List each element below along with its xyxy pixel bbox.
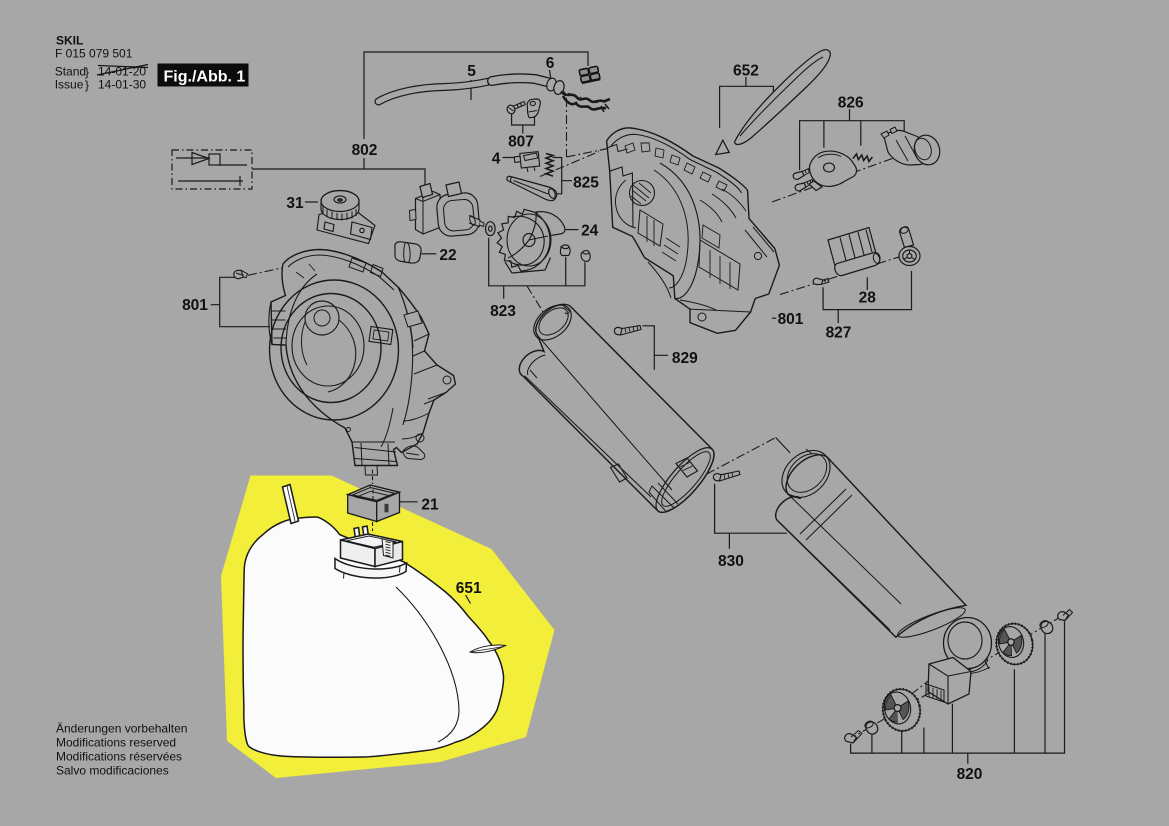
svg-text:Salvo modificaciones: Salvo modificaciones [56, 764, 169, 778]
svg-text:827: 827 [826, 324, 852, 341]
svg-text:Issue: Issue [55, 78, 84, 92]
svg-text:807: 807 [508, 134, 534, 151]
svg-text:}: } [85, 78, 89, 92]
svg-text:SKIL: SKIL [56, 34, 83, 48]
svg-text:Fig./Abb. 1: Fig./Abb. 1 [164, 69, 246, 86]
svg-text:}: } [85, 65, 89, 79]
svg-text:826: 826 [838, 95, 864, 112]
svg-text:22: 22 [439, 247, 456, 264]
svg-text:Änderungen vorbehalten: Änderungen vorbehalten [56, 722, 187, 736]
svg-text:21: 21 [421, 496, 439, 513]
svg-text:830: 830 [718, 553, 744, 570]
svg-text:Modifications reserved: Modifications reserved [56, 736, 176, 750]
svg-text:801: 801 [182, 297, 208, 314]
svg-text:823: 823 [490, 303, 516, 320]
svg-text:Stand: Stand [55, 65, 86, 79]
svg-text:Modifications réservées: Modifications réservées [56, 750, 182, 764]
svg-text:652: 652 [733, 63, 759, 80]
svg-text:14-01-30: 14-01-30 [98, 78, 146, 92]
svg-text:4: 4 [492, 151, 501, 168]
svg-text:829: 829 [672, 350, 698, 367]
svg-text:6: 6 [546, 55, 555, 72]
svg-text:28: 28 [859, 290, 877, 307]
svg-text:31: 31 [286, 195, 304, 212]
svg-text:24: 24 [581, 223, 599, 240]
svg-text:801: 801 [778, 311, 804, 328]
svg-text:825: 825 [573, 175, 599, 192]
svg-text:802: 802 [352, 142, 378, 159]
svg-text:651: 651 [456, 580, 482, 597]
svg-text:F 015 079 501: F 015 079 501 [55, 47, 133, 61]
svg-text:5: 5 [467, 63, 476, 80]
svg-text:820: 820 [957, 766, 983, 783]
svg-text:14-01-20: 14-01-20 [98, 65, 146, 79]
